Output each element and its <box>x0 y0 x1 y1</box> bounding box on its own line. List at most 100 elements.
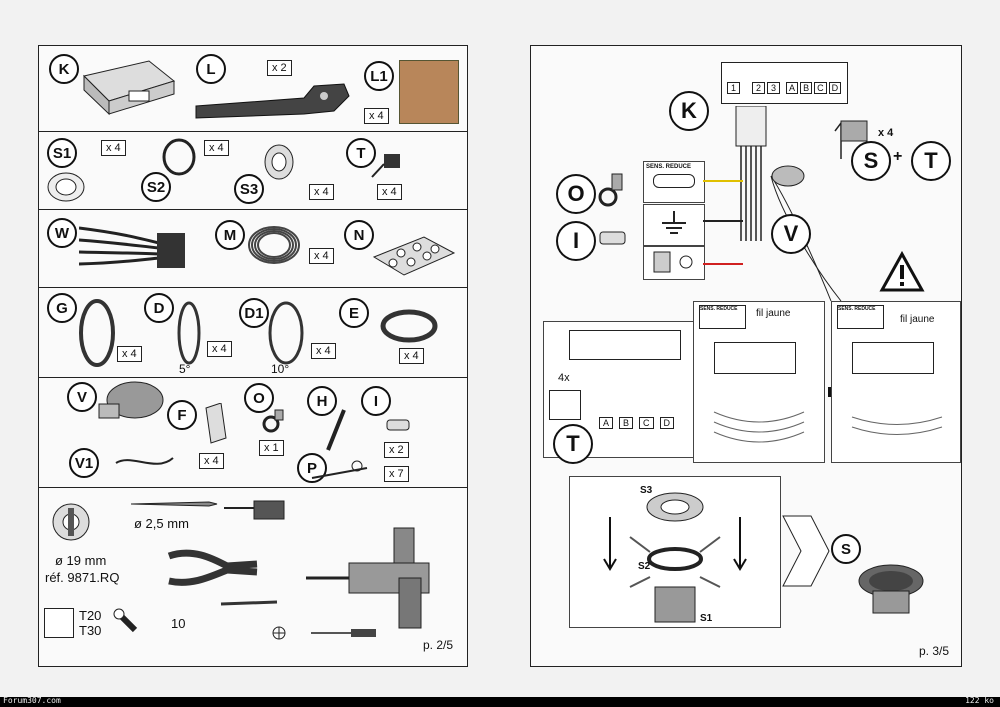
part-code-l1: L1 <box>364 61 394 91</box>
sensor-plug-row: A B C D <box>599 417 675 429</box>
torx-key-icon <box>44 608 74 638</box>
pin-label: 2 <box>752 82 766 94</box>
pin-label: A <box>786 82 799 94</box>
detection-waves-reduced-icon <box>851 416 943 435</box>
angle-d-label: 5° <box>179 362 191 376</box>
sens-reduce-mini-2: SENS. REDUCE <box>837 305 884 329</box>
wire-bundle-illustration <box>735 106 767 241</box>
module-k-illustration <box>83 60 176 116</box>
yellow-wire-label: fil jaune <box>756 308 791 319</box>
part-code-d1: D1 <box>239 298 269 328</box>
assembly-exploded-view <box>603 492 747 623</box>
dip-switch-icon <box>653 174 695 188</box>
connector-block: 1 2 3 A B C D <box>641 54 856 116</box>
part-code-t: T <box>346 138 376 168</box>
part-code-s1: S1 <box>47 138 77 168</box>
bezel-s3-illustration <box>264 144 294 180</box>
hole-saw-ref: réf. 9871.RQ <box>45 570 120 585</box>
screwdriver-icon <box>272 626 376 640</box>
part-code-i-left: I <box>361 386 391 416</box>
sensor-s1-illustration <box>47 172 85 202</box>
connector-t-right-icon <box>840 120 868 142</box>
module-mini-diagram <box>714 342 796 374</box>
qty-s3: x 4 <box>309 184 334 200</box>
qty-g: x 4 <box>117 346 142 362</box>
part-code-d: D <box>144 293 174 323</box>
part-code-h: H <box>307 386 337 416</box>
parts-row-5: V V1 F x 4 O x 1 H P <box>39 377 467 488</box>
clip-f-illustration <box>205 403 227 444</box>
torx-size-t30: T30 <box>79 623 102 638</box>
qty-p: x 7 <box>384 466 409 482</box>
torx-size-t20: T20 <box>79 608 102 623</box>
footer-bar: Forum307.com 122 ko <box>0 696 1000 707</box>
pin-label: C <box>814 82 827 94</box>
code-v-right: V <box>771 214 811 254</box>
sticker-l1-illustration <box>399 60 459 124</box>
sens-reduce-label: SENS. REDUCE <box>646 164 692 170</box>
qty-l: x 2 <box>267 60 292 76</box>
terminal-o-illustration <box>262 409 284 433</box>
buzzer-v-right-icon <box>771 165 805 187</box>
ring-terminal-icon <box>598 173 623 207</box>
qty-i: x 2 <box>384 442 409 458</box>
qty-right-x4: x 4 <box>878 127 894 139</box>
angle-d1-label: 10° <box>271 362 290 376</box>
ring-d-illustration <box>177 301 201 365</box>
ground-symbol-icon <box>662 211 686 234</box>
sensors-count-label: 4x <box>558 372 570 384</box>
reverse-gear-icon <box>653 251 693 273</box>
pin-label: 1 <box>727 82 741 94</box>
part-code-m: M <box>215 220 245 250</box>
drill-bit-icon <box>130 501 218 507</box>
ring-g-illustration <box>79 299 115 367</box>
pin-label: B <box>800 82 813 94</box>
ground-box <box>643 204 705 246</box>
probe-h-illustration <box>326 409 346 451</box>
yellow-wire-label-2: fil jaune <box>900 314 935 325</box>
qty-d1: x 4 <box>311 343 336 359</box>
crimping-pliers-icon <box>167 549 258 586</box>
connector-t-illustration <box>371 154 400 178</box>
detection-waves-icon <box>713 411 805 443</box>
code-t-right: T <box>911 141 951 181</box>
assembly-diagram: S3 S2 S1 <box>569 476 781 628</box>
installed-sensor-icon <box>858 564 924 614</box>
footer-site: Forum307.com <box>3 696 61 705</box>
qty-l1: x 4 <box>364 108 389 124</box>
plus-sign: + <box>893 148 903 165</box>
plug-label-b: B <box>619 417 634 429</box>
template-n-illustration <box>372 236 456 276</box>
parts-row-2: S1 x 4 S2 x 4 S3 x 4 T x 4 <box>39 131 467 210</box>
splice-i-illustration <box>386 419 410 431</box>
part-code-s3: S3 <box>234 174 264 204</box>
sensor-connector-icon <box>549 390 581 420</box>
harness-w-illustration <box>79 226 185 268</box>
sensitivity-panel-normal: SENS. REDUCE fil jaune <box>693 301 825 463</box>
qty-f: x 4 <box>199 453 224 469</box>
part-code-e: E <box>339 298 369 328</box>
file-tool-icon <box>220 600 278 606</box>
parts-row-3: W M x 4 N <box>39 209 467 288</box>
part-code-v1: V1 <box>69 448 99 478</box>
part-code-l: L <box>196 54 226 84</box>
sens-reduce-box: SENS. REDUCE <box>643 161 705 203</box>
qty-o: x 1 <box>259 440 284 456</box>
code-s-right: S <box>851 141 891 181</box>
page-number-right: p. 3/5 <box>919 644 950 658</box>
page-number-left: p. 2/5 <box>423 638 454 652</box>
part-code-w: W <box>47 218 77 248</box>
ring-e-illustration <box>380 309 438 343</box>
hole-saw-icon <box>52 503 90 541</box>
ring-s2-illustration <box>162 138 196 176</box>
qty-s2: x 4 <box>204 140 229 156</box>
wrench-icon <box>113 608 138 633</box>
buzzer-v-illustration <box>98 381 164 419</box>
cable-tie-p-illustration <box>311 460 368 479</box>
qty-s1: x 4 <box>101 140 126 156</box>
part-code-s2: S2 <box>141 172 171 202</box>
tools-row: ø 19 mm réf. 9871.RQ ø 2,5 mm T20 <box>39 487 467 667</box>
wire-v1-illustration <box>115 457 174 465</box>
module-mini-diagram-2 <box>852 342 934 374</box>
